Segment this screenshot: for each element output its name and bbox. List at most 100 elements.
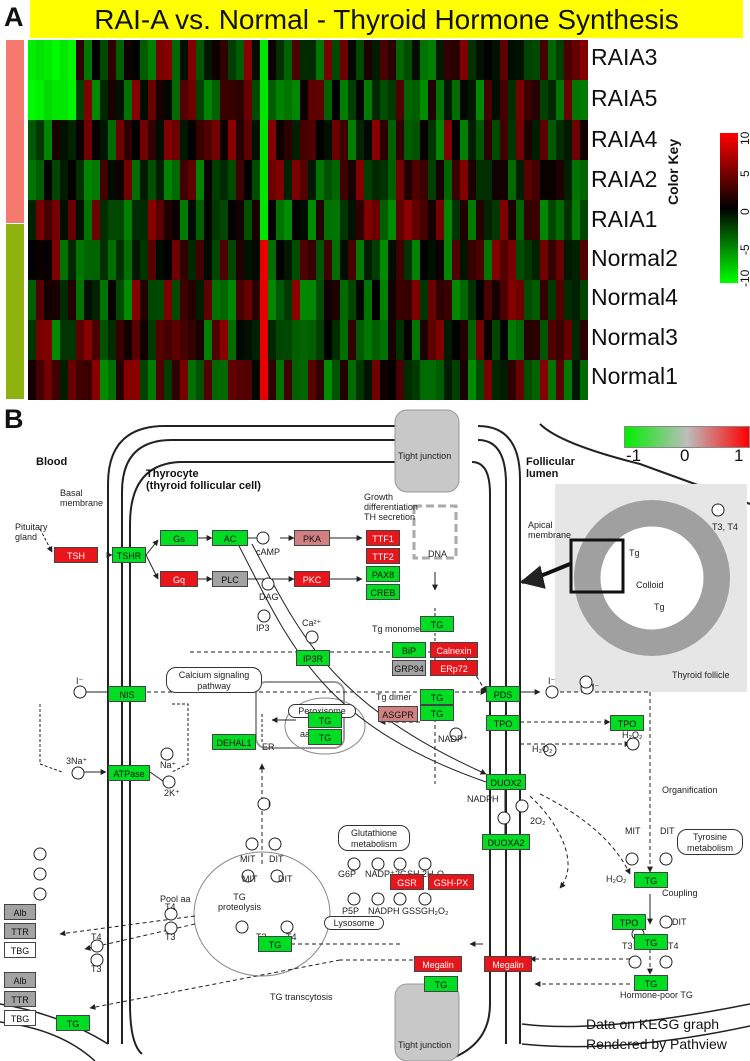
heatmap-cell xyxy=(500,160,509,201)
gene-tshr[interactable]: TSHR xyxy=(112,547,146,563)
gene-gsh-px[interactable]: GSH-PX xyxy=(428,874,474,890)
box-calcium-signaling[interactable]: Calcium signaling pathway xyxy=(166,667,262,693)
heatmap-cell xyxy=(284,80,293,121)
gene-calnexin[interactable]: Calnexin xyxy=(430,642,478,658)
heatmap-cell xyxy=(556,240,565,281)
gene-tg-perox-1[interactable]: TG xyxy=(308,712,342,728)
gene-tg-lumen-1[interactable]: TG xyxy=(634,872,668,888)
gene-atpase[interactable]: ATPase xyxy=(108,765,150,781)
gene-ttr-1[interactable]: TTR xyxy=(4,923,36,939)
heatmap-cell xyxy=(484,320,493,361)
gene-tg-lumen-3[interactable]: TG xyxy=(634,975,668,991)
gene-pax8[interactable]: PAX8 xyxy=(366,566,400,582)
heatmap-cell xyxy=(548,360,557,400)
gene-gs[interactable]: Gs xyxy=(160,530,198,546)
heatmap-cell xyxy=(44,120,53,161)
heatmap-cell xyxy=(348,360,357,400)
gene-ip3r[interactable]: IP3R xyxy=(296,650,330,666)
group-bar-raia xyxy=(6,40,24,223)
gene-tg-lysosome[interactable]: TG xyxy=(258,936,292,952)
gene-pds[interactable]: PDS xyxy=(486,686,520,702)
heatmap-cell xyxy=(572,40,581,81)
heatmap-cell xyxy=(468,200,477,241)
label-t4-cell: T4 xyxy=(165,902,176,912)
heatmap-cell xyxy=(324,360,333,400)
heatmap-cell xyxy=(68,320,77,361)
gene-megalin-1[interactable]: Megalin xyxy=(414,956,462,972)
gene-pka[interactable]: PKA xyxy=(294,530,330,546)
gene-tpo-1[interactable]: TPO xyxy=(486,715,520,731)
gene-alb-1[interactable]: Alb xyxy=(4,904,36,920)
gene-ttf1[interactable]: TTF1 xyxy=(366,530,400,546)
gene-pkc[interactable]: PKC xyxy=(294,571,330,587)
gene-tg-transcytosis-1[interactable]: TG xyxy=(424,976,458,992)
heatmap-cell xyxy=(28,360,37,400)
label-2o2: 2O₂ xyxy=(530,816,546,826)
heatmap-cell xyxy=(196,160,205,201)
basal-membrane-inner xyxy=(121,439,400,1044)
gene-tsh[interactable]: TSH xyxy=(54,547,98,563)
heatmap-cell xyxy=(52,240,61,281)
heatmap-cell xyxy=(364,280,373,321)
heatmap-cell xyxy=(484,280,493,321)
heatmap-cell xyxy=(116,80,125,121)
heatmap-cell xyxy=(572,280,581,321)
gene-megalin-2[interactable]: Megalin xyxy=(484,956,532,972)
box-glutathione[interactable]: Glutathione metabolism xyxy=(338,825,410,851)
box-lysosome[interactable]: Lysosome xyxy=(324,916,384,930)
heatmap-cell xyxy=(348,280,357,321)
gene-tg-dimer-1[interactable]: TG xyxy=(420,689,454,705)
heatmap-cell xyxy=(236,200,245,241)
gene-tbg-2[interactable]: TBG xyxy=(4,1010,36,1026)
heatmap-cell xyxy=(140,320,149,361)
heatmap-cell xyxy=(580,160,588,201)
gene-grp94[interactable]: GRP94 xyxy=(392,660,426,676)
heatmap-cell xyxy=(436,120,445,161)
heatmap-cell xyxy=(372,40,381,81)
gene-tg-lumen-2[interactable]: TG xyxy=(634,934,668,950)
gene-ttr-2[interactable]: TTR xyxy=(4,991,36,1007)
heatmap-cell xyxy=(28,240,37,281)
gene-dehal1[interactable]: DEHAL1 xyxy=(212,734,256,750)
gene-bip[interactable]: BiP xyxy=(392,642,426,658)
heatmap-cell xyxy=(428,280,437,321)
heatmap-cell xyxy=(532,120,541,161)
gene-ac[interactable]: AC xyxy=(212,530,248,546)
gene-gsr[interactable]: GSR xyxy=(390,874,424,890)
heatmap-cell xyxy=(540,280,549,321)
gene-creb[interactable]: CREB xyxy=(366,584,400,600)
heatmap-cell xyxy=(132,80,141,121)
gene-tpo-2[interactable]: TPO xyxy=(610,715,644,731)
gene-duoxa2[interactable]: DUOXA2 xyxy=(482,834,530,850)
heatmap-cell xyxy=(36,80,45,121)
gene-tg-monomer[interactable]: TG xyxy=(420,616,454,632)
heatmap-cell xyxy=(52,320,61,361)
gene-tg-perox-2[interactable]: TG xyxy=(308,729,342,745)
gene-tg-blood[interactable]: TG xyxy=(56,1015,90,1031)
gene-alb-2[interactable]: Alb xyxy=(4,972,36,988)
panel-letter-b: B xyxy=(4,404,24,434)
heatmap-cell xyxy=(364,200,373,241)
label-t3-blood: T3 xyxy=(91,964,102,974)
heatmap-cell xyxy=(124,240,133,281)
gene-tpo-3[interactable]: TPO xyxy=(612,914,646,930)
gene-duox2[interactable]: DUOX2 xyxy=(486,774,526,790)
gene-tg-dimer-2[interactable]: TG xyxy=(420,705,454,721)
gene-plc[interactable]: PLC xyxy=(212,571,248,587)
heatmap-cell xyxy=(84,40,93,81)
gene-erp72[interactable]: ERp72 xyxy=(430,660,478,676)
gene-asgpr[interactable]: ASGPR xyxy=(378,706,418,722)
box-tyrosine[interactable]: Tyrosine metabolism xyxy=(677,829,743,855)
heatmap-cell xyxy=(412,320,421,361)
heatmap-cell xyxy=(44,160,53,201)
gene-tbg-1[interactable]: TBG xyxy=(4,942,36,958)
color-key-tick-10: 10 xyxy=(738,131,750,145)
gene-nis[interactable]: NIS xyxy=(108,686,146,702)
gene-gq[interactable]: Gq xyxy=(160,571,198,587)
heatmap-cell xyxy=(148,80,157,121)
heatmap-cell xyxy=(284,200,293,241)
heatmap-cell xyxy=(364,360,373,400)
heatmap-cell xyxy=(116,120,125,161)
gene-ttf2[interactable]: TTF2 xyxy=(366,548,400,564)
heatmap-cell xyxy=(508,280,517,321)
